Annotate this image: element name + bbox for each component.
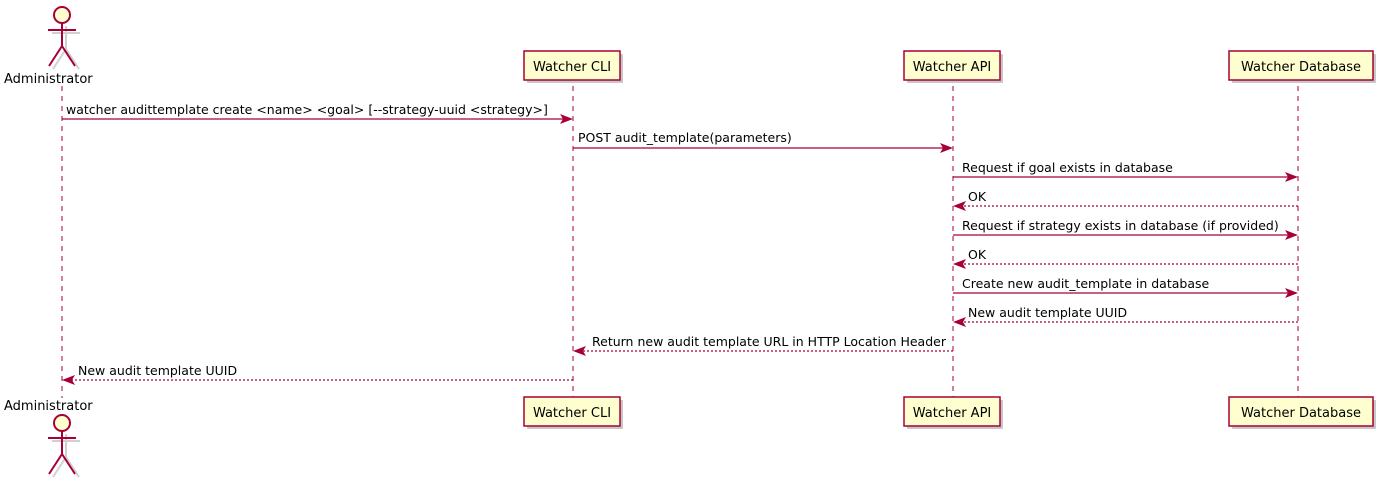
actor-label-administrator-bottom: Administrator xyxy=(4,399,93,414)
message-10[interactable]: New audit template UUID xyxy=(62,363,573,385)
message-label-10: New audit template UUID xyxy=(78,363,237,378)
message-arrowhead-8 xyxy=(953,317,966,327)
message-2[interactable]: POST audit_template(parameters) xyxy=(573,130,953,153)
participant-label-watcher-api-top: Watcher API xyxy=(913,60,992,75)
message-arrowhead-10 xyxy=(62,375,75,385)
message-6[interactable]: OK xyxy=(953,247,1298,269)
message-label-4: OK xyxy=(968,189,987,204)
actor-shadow xyxy=(52,26,80,70)
message-arrowhead-3 xyxy=(1285,172,1298,182)
participant-watcher-api-bottom[interactable]: Watcher API xyxy=(903,396,1003,429)
actor-body-icon xyxy=(48,431,76,475)
actor-label-administrator-top: Administrator xyxy=(4,72,93,87)
message-arrowhead-1 xyxy=(560,114,573,124)
participant-box-watcher-database-top[interactable] xyxy=(1228,50,1374,81)
actor-head-icon xyxy=(53,414,71,432)
actor-administrator-top[interactable]: Administrator xyxy=(4,6,93,87)
lifelines xyxy=(61,86,1299,398)
message-8[interactable]: New audit template UUID xyxy=(953,305,1298,327)
message-arrowhead-2 xyxy=(940,143,953,153)
message-1[interactable]: watcher audittemplate create <name> <goa… xyxy=(62,102,573,124)
message-label-2: POST audit_template(parameters) xyxy=(578,130,792,145)
participant-watcher-cli-bottom[interactable]: Watcher CLI xyxy=(523,396,623,429)
participant-watcher-database-top[interactable]: Watcher Database xyxy=(1228,50,1376,83)
actor-administrator-bottom[interactable]: Administrator xyxy=(4,399,93,478)
message-label-5: Request if strategy exists in database (… xyxy=(962,218,1279,233)
participant-label-watcher-cli-top: Watcher CLI xyxy=(533,60,611,75)
message-arrowhead-5 xyxy=(1285,230,1298,240)
participant-watcher-database-bottom[interactable]: Watcher Database xyxy=(1228,396,1376,429)
message-arrowhead-7 xyxy=(1285,288,1298,298)
message-3[interactable]: Request if goal exists in database xyxy=(953,160,1298,182)
participant-box-watcher-cli-top[interactable] xyxy=(523,50,621,81)
message-4[interactable]: OK xyxy=(953,189,1298,211)
message-9[interactable]: Return new audit template URL in HTTP Lo… xyxy=(573,334,953,356)
participant-watcher-api-top[interactable]: Watcher API xyxy=(903,50,1003,83)
message-label-9: Return new audit template URL in HTTP Lo… xyxy=(592,334,947,349)
message-arrowhead-9 xyxy=(573,346,586,356)
message-label-7: Create new audit_template in database xyxy=(962,276,1209,291)
participant-box-watcher-cli-bottom[interactable] xyxy=(523,396,621,427)
actor-head-icon xyxy=(53,6,71,24)
participant-box-watcher-api-bottom[interactable] xyxy=(903,396,1001,427)
message-arrowhead-6 xyxy=(953,259,966,269)
participant-label-watcher-api-bottom: Watcher API xyxy=(913,406,992,421)
message-5[interactable]: Request if strategy exists in database (… xyxy=(953,218,1298,240)
message-arrowhead-4 xyxy=(953,201,966,211)
message-label-8: New audit template UUID xyxy=(968,305,1127,320)
participant-label-watcher-cli-bottom: Watcher CLI xyxy=(533,406,611,421)
participant-label-watcher-database-top: Watcher Database xyxy=(1241,60,1361,75)
message-label-1: watcher audittemplate create <name> <goa… xyxy=(66,102,548,117)
message-7[interactable]: Create new audit_template in database xyxy=(953,276,1298,298)
actor-body-icon xyxy=(48,23,76,67)
message-label-6: OK xyxy=(968,247,987,262)
participant-box-watcher-database-bottom[interactable] xyxy=(1228,396,1374,427)
actor-shadow xyxy=(52,434,80,478)
message-label-3: Request if goal exists in database xyxy=(962,160,1173,175)
participant-watcher-cli-top[interactable]: Watcher CLI xyxy=(523,50,623,83)
participant-box-watcher-api-top[interactable] xyxy=(903,50,1001,81)
participant-label-watcher-database-bottom: Watcher Database xyxy=(1241,406,1361,421)
